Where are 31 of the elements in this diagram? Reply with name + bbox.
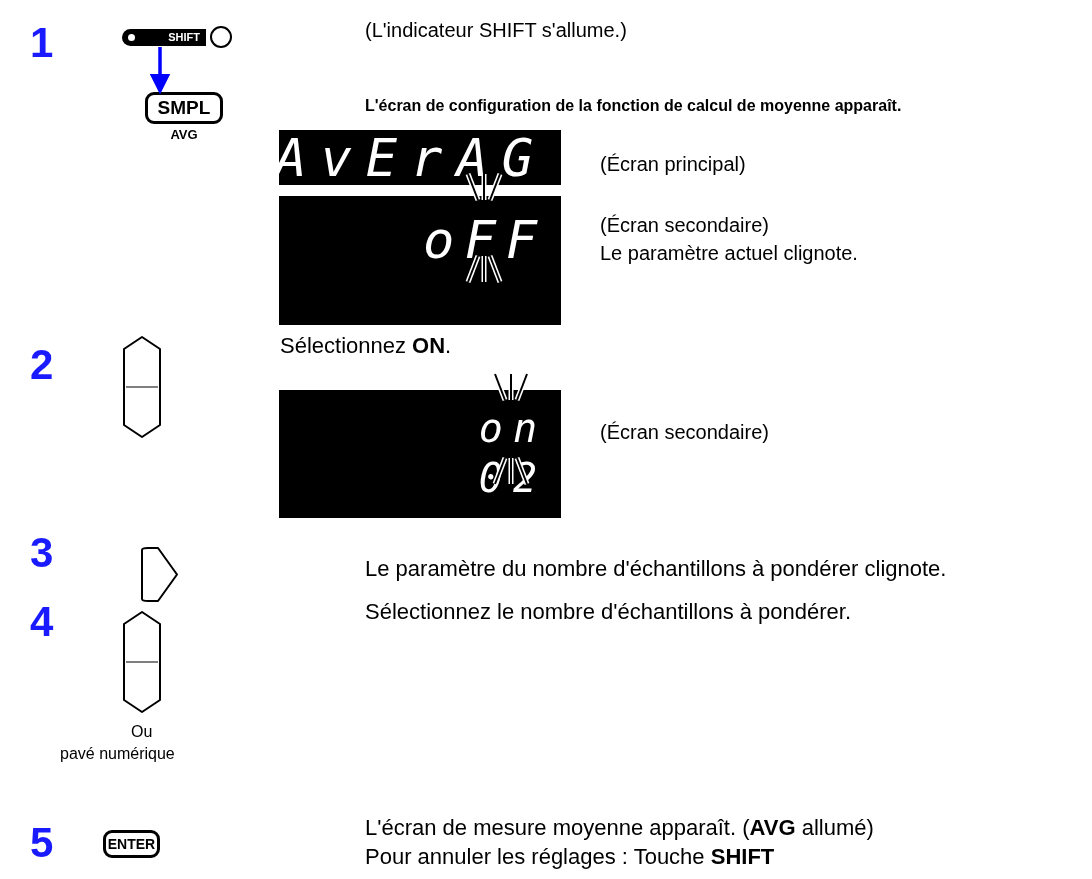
screen-caption: (Écran secondaire) (600, 420, 769, 444)
instruction-text: Sélectionnez ON. (280, 333, 452, 360)
indicator-label: SHIFT (122, 29, 206, 46)
step-number: 4 (30, 597, 54, 647)
step-number: 5 (30, 818, 54, 868)
arrow (149, 47, 171, 95)
display-readout: oFF (423, 214, 547, 266)
note-text: (L'indicateur SHIFT s'allume.) (365, 18, 627, 42)
key-caption: Ou (131, 722, 153, 742)
instruction-text: L'écran de mesure moyenne apparaît. (AVG allumé) (365, 815, 874, 842)
display-panel (279, 390, 561, 518)
screen-caption: (Écran principal) (600, 152, 746, 176)
instruction-text: Pour annuler les réglages : Touche SHIFT (365, 844, 775, 871)
key-button: SMPL (145, 92, 223, 124)
instruction-text: Le paramètre du nombre d'échantillons à pondérer clignote. (365, 556, 947, 583)
up-down-key (122, 335, 162, 439)
step-number: 1 (30, 18, 54, 68)
step-number: 2 (30, 340, 54, 390)
key-caption: pavé numérique (60, 744, 175, 764)
instruction-text: Sélectionnez le nombre d'échantillons à pondérer. (365, 599, 852, 626)
up-down-key (122, 610, 162, 714)
display-readout: AvErAG (275, 132, 547, 184)
display-panel (279, 196, 561, 325)
display-readout: on (478, 408, 547, 448)
arrow-key (140, 546, 180, 603)
step-number: 3 (30, 528, 54, 578)
key-caption: AVG (169, 127, 199, 142)
instruction-text: Le paramètre actuel clignote. (600, 241, 858, 265)
heading-text: L'écran de configuration de la fonction de calcul de moyenne apparaît. (365, 96, 902, 116)
key-button: ENTER (103, 830, 160, 858)
screen-caption: (Écran secondaire) (600, 213, 769, 237)
